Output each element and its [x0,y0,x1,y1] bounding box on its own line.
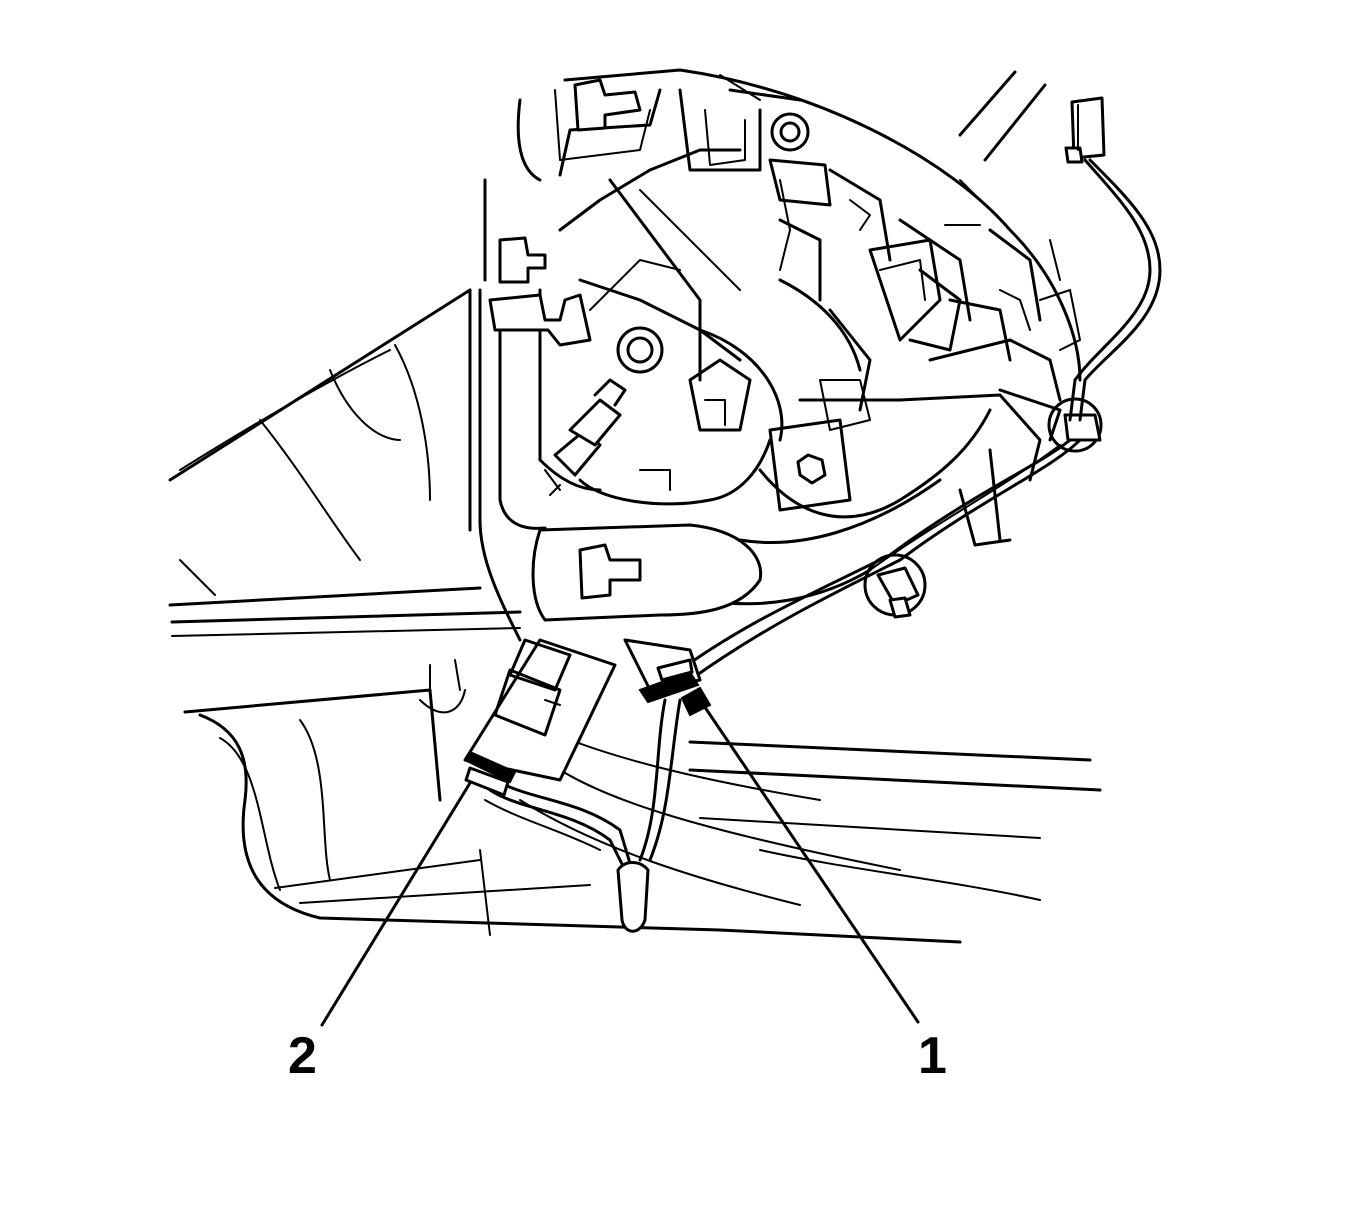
bolt-center [616,326,664,374]
connector-1 [623,638,712,717]
push-pin-top [573,78,642,132]
callout-label-2: 2 [288,1027,317,1085]
bolt-top [770,112,810,152]
component-module [463,638,617,782]
harness-clip-middle [863,553,927,619]
callout-1-leader [696,695,920,1024]
wiring-harness [484,158,1162,933]
connector-2 [463,750,517,797]
mounting-bracket [498,68,1082,606]
instrument-panel-trim [168,70,1047,642]
push-pin-left [498,236,547,284]
wire-connector-top-right [1064,96,1106,164]
side-clip-left [488,293,592,347]
harness-clip-right [1047,397,1103,453]
lower-dash-panel [183,659,1102,944]
callout-2-leader [320,781,472,1027]
push-pin-bottom [531,523,763,622]
callout-label-1: 1 [918,1027,947,1085]
actuator [544,378,627,496]
